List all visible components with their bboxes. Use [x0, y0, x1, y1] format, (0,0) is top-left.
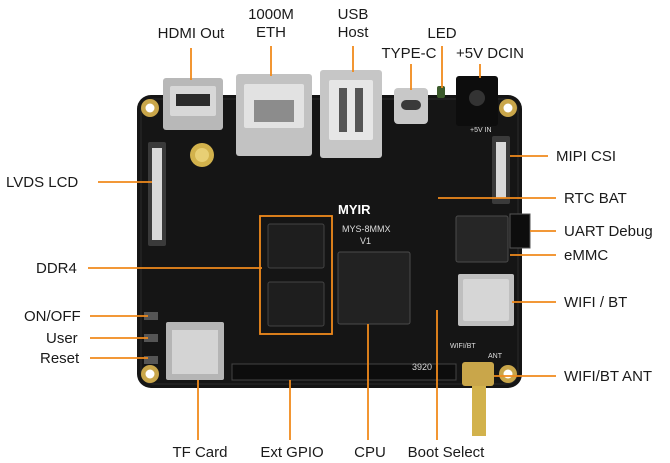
led: [437, 86, 445, 98]
usb-connector: [320, 70, 382, 158]
callout-labels: HDMI Out 1000M ETH USB Host TYPE-C LED +…: [6, 6, 653, 461]
silk-wifi: WIFI/BT: [450, 343, 476, 350]
ethernet-connector: [236, 74, 312, 156]
label-led: LED: [427, 25, 456, 42]
ddr4-chips: [259, 215, 333, 335]
label-lvds: LVDS LCD: [6, 174, 78, 191]
dc-jack: [456, 76, 498, 126]
board-version: V1: [360, 236, 371, 246]
buttons: [144, 312, 158, 364]
label-ant: WIFI/BT ANT: [564, 368, 652, 385]
label-mipi: MIPI CSI: [556, 148, 616, 165]
label-tf: TF Card: [172, 444, 227, 461]
board-brand: MYIR: [338, 202, 371, 217]
gpio-header: [231, 363, 457, 381]
label-wifibt: WIFI / BT: [564, 294, 627, 311]
label-usb-line1: USB: [338, 6, 369, 23]
label-ddr4: DDR4: [36, 260, 77, 277]
label-typec: TYPE-C: [381, 45, 436, 62]
hdmi-connector: [163, 78, 223, 130]
mipi-connector: [492, 136, 510, 204]
label-boot: Boot Select: [408, 444, 486, 461]
leader-lines: [88, 46, 556, 440]
board-model: MYS-8MMX: [342, 224, 391, 234]
label-user: User: [46, 330, 78, 347]
tf-card-slot: [166, 322, 224, 380]
label-reset: Reset: [40, 350, 80, 367]
pcb-board: [137, 95, 522, 388]
label-usb-line2: Host: [338, 24, 370, 41]
board-serial: 3920: [412, 362, 432, 372]
label-gpio: Ext GPIO: [260, 444, 323, 461]
cpu-chip: [337, 251, 411, 325]
label-hdmi: HDMI Out: [158, 25, 226, 42]
label-eth-line2: ETH: [256, 24, 286, 41]
wifi-module: [458, 274, 514, 326]
label-rtc: RTC BAT: [564, 190, 627, 207]
antenna: [462, 362, 494, 436]
typec-connector: [394, 88, 428, 124]
uart-header: [509, 213, 531, 249]
emmc-chip: [455, 215, 509, 263]
label-uart: UART Debug: [564, 223, 653, 240]
silk-ant: ANT: [488, 353, 503, 360]
label-dcin: +5V DCIN: [456, 45, 524, 62]
label-emmc: eMMC: [564, 247, 608, 264]
label-eth-line1: 1000M: [248, 6, 294, 23]
label-cpu: CPU: [354, 444, 386, 461]
silk-5v: +5V IN: [470, 127, 492, 134]
lvds-connector: [148, 142, 166, 246]
label-onoff: ON/OFF: [24, 308, 81, 325]
